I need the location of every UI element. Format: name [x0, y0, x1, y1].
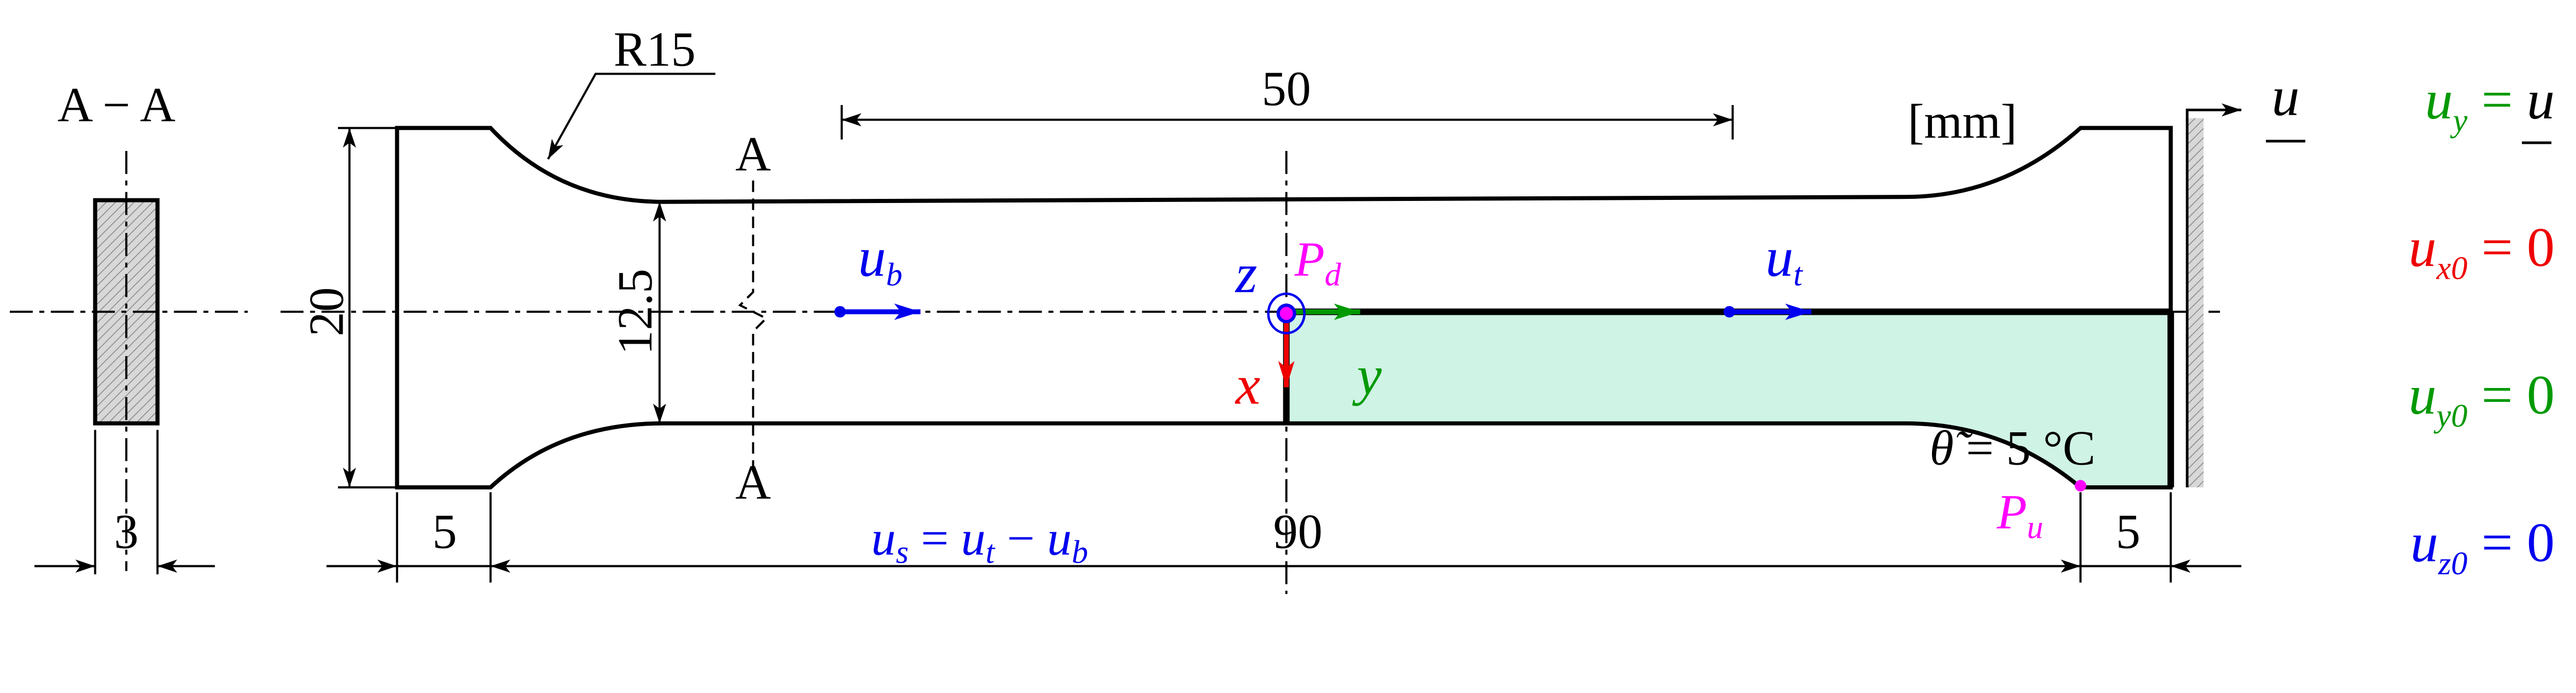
- bc-uy0: uy0 = 0: [2409, 365, 2555, 434]
- thickness-label: 3: [114, 504, 139, 559]
- ut-label: ut: [1766, 227, 1803, 293]
- pu-label: Pu: [1996, 485, 2043, 546]
- gauge-length-dim: 50: [1262, 61, 1311, 116]
- grip-left-dim: 5: [432, 504, 457, 559]
- total-length-dim: 90: [1273, 504, 1323, 559]
- pd-label: Pd: [1294, 232, 1341, 293]
- bc-uy: uy = u: [2425, 69, 2555, 138]
- applied-displacement: u: [2272, 66, 2299, 127]
- x-axis-label: x: [1234, 354, 1260, 416]
- point-pd-marker: [1280, 307, 1293, 320]
- cooled-region: [1286, 312, 2171, 487]
- section-title: A − A: [58, 78, 176, 132]
- section-mark-top: A: [735, 127, 771, 181]
- boundary-conditions: uy = u ux0 = 0 uy0 = 0 uz0 = 0: [2409, 69, 2555, 581]
- ub-label: ub: [858, 227, 903, 293]
- cross-section: A − A 3: [10, 78, 248, 574]
- width-dim: 20: [299, 287, 354, 336]
- radius-label: R15: [614, 22, 696, 76]
- point-pu-marker: [2075, 480, 2087, 492]
- gauge-width-dim: 12.5: [607, 269, 662, 355]
- dimensions: 20 12.5 50 5 90 5 R15 [mm]: [299, 22, 2242, 583]
- y-axis-label: y: [1352, 345, 1382, 406]
- specimen-diagram: A − A 3 u 20 12.5 50: [10, 22, 2555, 594]
- section-line: A A: [735, 127, 771, 510]
- clamp: u: [2185, 66, 2306, 487]
- coordinate-system: z y x Pd: [1234, 232, 1382, 416]
- section-mark-bottom: A: [735, 455, 771, 510]
- bc-uz0: uz0 = 0: [2411, 512, 2555, 581]
- units-label: [mm]: [1908, 94, 2017, 149]
- us-equation: us = ut − ub: [871, 511, 1088, 570]
- bc-ux0: ux0 = 0: [2409, 217, 2555, 286]
- displacement-arrows: ub ut us = ut − ub: [834, 227, 1811, 570]
- grip-right-dim: 5: [2116, 504, 2141, 559]
- z-axis-label: z: [1234, 243, 1257, 305]
- temperature-label: θ̃ = 5 °C: [1929, 420, 2095, 475]
